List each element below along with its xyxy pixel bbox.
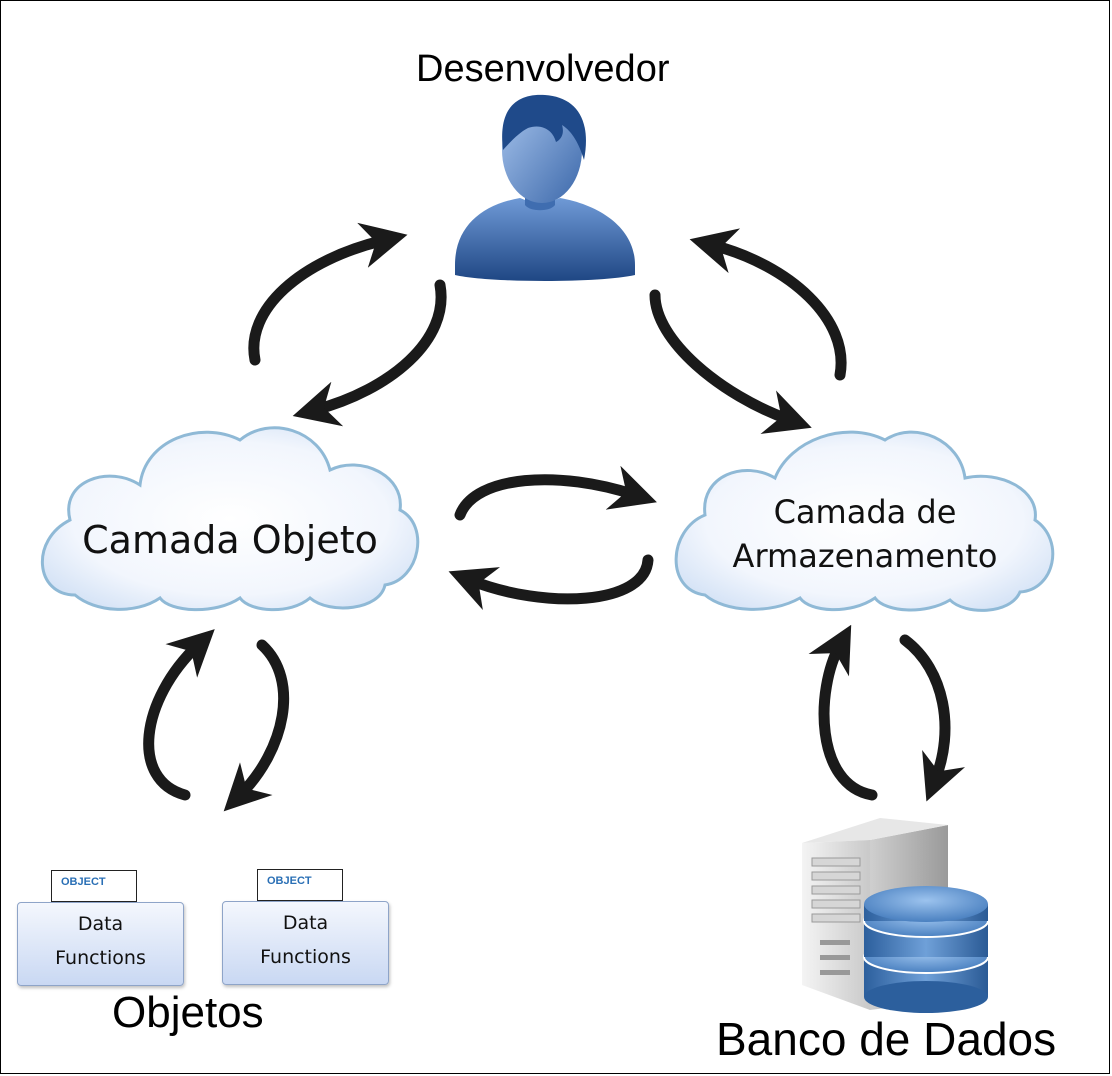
- database-server-icon: [802, 818, 989, 1013]
- developer-label: Desenvolvedor: [416, 48, 670, 90]
- arrow-objects-to-object-layer: [143, 629, 215, 801]
- arrow-object-to-developer: [248, 222, 408, 366]
- arrow-storage-to-developer: [689, 228, 847, 381]
- object-box: Data Functions: [17, 902, 184, 986]
- cloud-storage-layer: [674, 430, 1055, 612]
- arrow-database-to-storage: [808, 624, 878, 801]
- arrow-object-layer-to-objects: [223, 639, 289, 812]
- arrow-developer-to-storage: [649, 289, 812, 434]
- storage-layer-line2: Armazenamento: [732, 537, 998, 575]
- objects-label: Objetos: [112, 988, 264, 1037]
- arrow-storage-to-database: [899, 634, 966, 802]
- arrow-storage-to-object: [448, 554, 654, 611]
- arrow-object-to-storage: [454, 465, 657, 521]
- object-box: Data Functions: [222, 901, 389, 985]
- arrow-developer-to-object: [292, 279, 447, 427]
- object-layer-label: Camada Objeto: [82, 518, 378, 562]
- database-label: Banco de Dados: [716, 1013, 1057, 1065]
- storage-layer-line1: Camada de: [773, 493, 957, 531]
- user-icon: [455, 94, 635, 281]
- object-functions-label: Functions: [260, 946, 351, 968]
- object-tab: OBJECT: [51, 870, 137, 902]
- object-tab: OBJECT: [257, 869, 343, 901]
- object-data-label: Data: [282, 912, 329, 934]
- object-data-label: Data: [77, 913, 124, 935]
- object-functions-label: Functions: [55, 947, 146, 969]
- storage-layer-label: Camada de Armazenamento: [700, 490, 1030, 578]
- cloud-object-layer: [41, 426, 420, 612]
